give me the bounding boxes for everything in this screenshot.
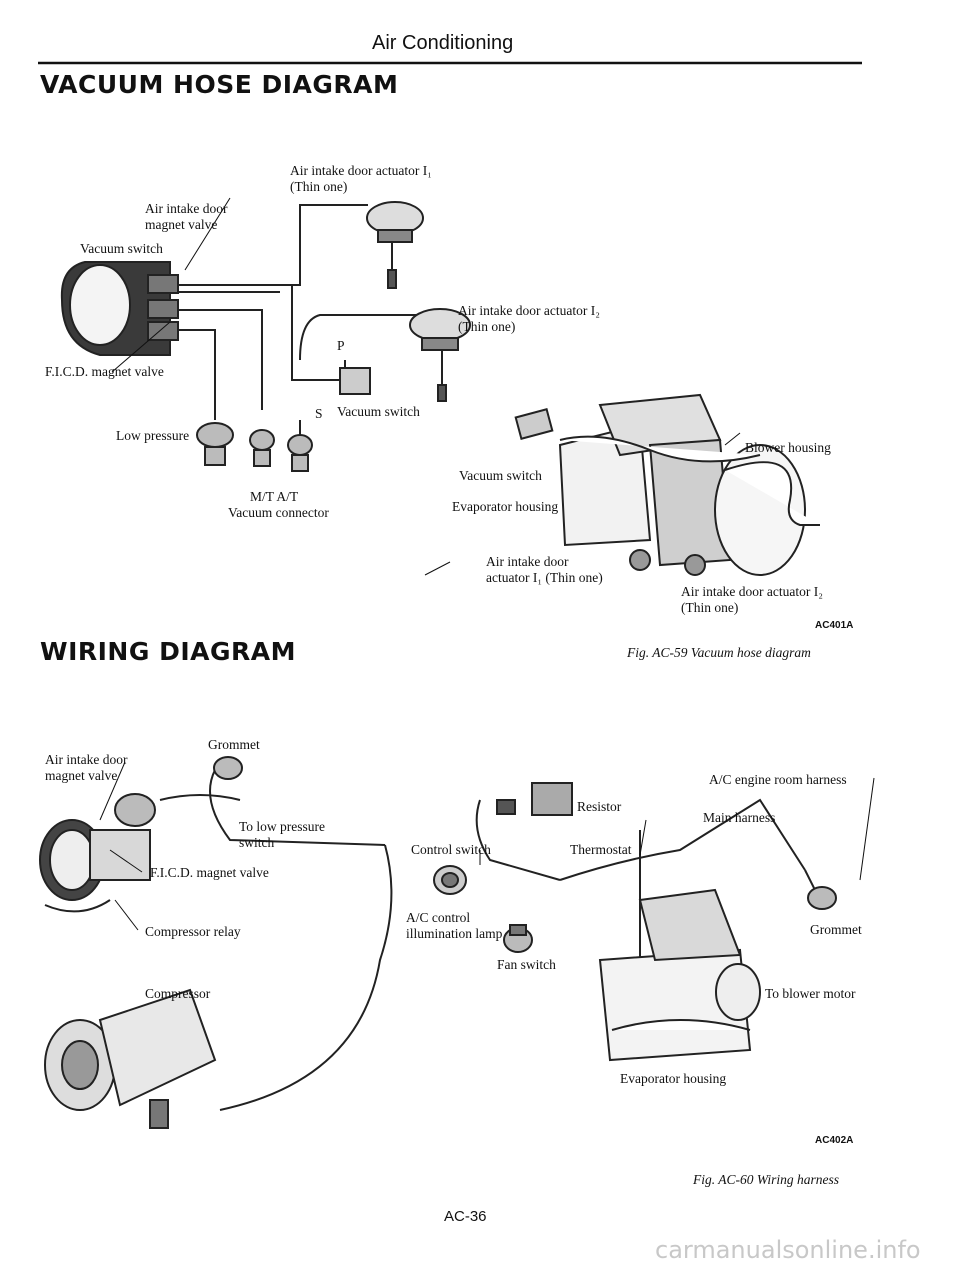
watermark-text: carmanualsonline.info (655, 1236, 921, 1264)
label-w-magnet-valve-line2: magnet valve (45, 768, 118, 783)
label-w-magnet-valve-line1: Air intake door (45, 752, 128, 767)
label-port-p: P (337, 338, 345, 353)
label-vacuum-switch-left: Vacuum switch (80, 241, 163, 256)
label-vacuum-switch-center: Vacuum switch (337, 404, 420, 419)
evaporator-blower-drawing (514, 393, 820, 576)
label-w-fcd-valve: F.I.C.D. magnet valve (150, 865, 269, 880)
wiring-leader-lines (99, 761, 875, 931)
label-ac-control-lamp: A/C control illumination lamp (406, 910, 502, 942)
label-to-blower-motor: To blower motor (765, 986, 856, 1001)
label-door-actuator-i1-line2: actuator I₁ (Thin one) (486, 570, 603, 585)
label-thermostat: Thermostat (570, 842, 632, 857)
figure-caption-ac59: Fig. AC-59 Vacuum hose diagram (627, 645, 811, 660)
label-to-low-pressure-line1: To low pressure (239, 819, 326, 834)
label-port-s: S (315, 406, 323, 421)
actuator-i1-drawing (366, 201, 424, 289)
label-control-switch: Control switch (411, 842, 491, 857)
label-main-harness: Main harness (703, 810, 776, 825)
figure-caption-ac60: Fig. AC-60 Wiring harness (693, 1172, 840, 1187)
label-door-actuator-i1: Air intake door actuator I₁ (Thin one) (486, 554, 603, 586)
vacuum-section-heading: VACUUM HOSE DIAGRAM (40, 70, 399, 99)
label-grommet-top: Grommet (208, 737, 260, 752)
compressor-relay-area-drawing (39, 793, 156, 913)
label-actuator-i2-line2: (Thin one) (458, 319, 516, 334)
wiring-section-heading: WIRING DIAGRAM (40, 637, 296, 666)
small-vacuum-switch-drawing (339, 360, 371, 395)
label-to-low-pressure-line2: switch (239, 835, 275, 850)
label-actuator-i2-line1: Air intake door actuator I₂ (458, 303, 600, 318)
label-actuator-i1-line2: (Thin one) (290, 179, 348, 194)
vacuum-leader-lines (111, 197, 741, 576)
resistor-drawing (496, 782, 573, 816)
label-magnet-valve-line2: magnet valve (145, 217, 218, 232)
page-number: AC-36 (444, 1208, 487, 1225)
label-w-evaporator-housing: Evaporator housing (620, 1071, 727, 1086)
label-door-actuator-i2: Air intake door actuator I₂ (Thin one) (681, 584, 823, 616)
label-fcd-valve: F.I.C.D. magnet valve (45, 364, 164, 379)
actuator-i2-drawing (409, 308, 471, 402)
control-switch-drawing (433, 865, 467, 895)
label-vacuum-switch-right: Vacuum switch (459, 468, 542, 483)
fan-switch-drawing (503, 924, 533, 953)
label-engine-room-harness: A/C engine room harness (709, 772, 847, 787)
label-mt-at: M/T A/T (250, 489, 299, 504)
wiring-harness-left (159, 769, 393, 1111)
grommet-drawing (213, 756, 837, 910)
label-vacuum-connector: Vacuum connector (228, 505, 329, 520)
label-magnet-valve-line1: Air intake door (145, 201, 228, 216)
label-grommet-right: Grommet (810, 922, 862, 937)
figure-code-ac401a: AC401A (815, 620, 854, 631)
label-w-magnet-valve: Air intake door magnet valve (45, 752, 127, 784)
label-resistor: Resistor (577, 799, 622, 814)
vacuum-switch-body (60, 261, 179, 356)
low-pressure-connectors-drawing (196, 420, 313, 472)
label-compressor-relay: Compressor relay (145, 924, 241, 939)
label-door-actuator-i2-line1: Air intake door actuator I₂ (681, 584, 823, 599)
compressor-drawing (44, 988, 217, 1129)
label-door-actuator-i1-line1: Air intake door (486, 554, 569, 569)
figure-code-ac402a: AC402A (815, 1135, 854, 1146)
label-ac-control-line2: illumination lamp (406, 926, 503, 941)
label-actuator-i1: Air intake door actuator I₁ (Thin one) (290, 163, 432, 195)
label-blower-housing: Blower housing (745, 440, 831, 455)
label-compressor: Compressor (145, 986, 211, 1001)
wiring-harness-right (475, 798, 821, 980)
label-door-actuator-i2-line2: (Thin one) (681, 600, 739, 615)
label-actuator-i2: Air intake door actuator I₂ (Thin one) (458, 303, 600, 335)
label-ac-control-line1: A/C control (406, 910, 471, 925)
label-fan-switch: Fan switch (497, 957, 556, 972)
label-actuator-i1-line1: Air intake door actuator I₁ (290, 163, 432, 178)
label-magnet-valve: Air intake door magnet valve (145, 201, 227, 233)
evaporator-housing-wiring-drawing (598, 888, 761, 1062)
label-to-low-pressure: To low pressure switch (239, 819, 325, 851)
label-evaporator-housing-top: Evaporator housing (452, 499, 559, 514)
label-low-pressure: Low pressure (116, 428, 190, 443)
page-header-title: Air Conditioning (372, 32, 514, 54)
